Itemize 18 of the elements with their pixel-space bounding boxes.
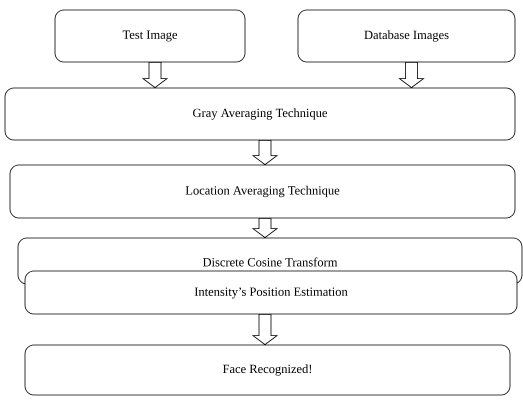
process-box: [4, 88, 516, 140]
process-box: [54, 10, 246, 62]
process-box: [10, 164, 516, 218]
process-box: [24, 270, 518, 314]
block-arrow: [398, 62, 425, 88]
block-arrow: [252, 314, 278, 346]
node-label: Gray Averaging Technique: [193, 108, 328, 120]
node-label: Test Image: [122, 30, 178, 42]
block-arrow: [142, 62, 168, 88]
node-label: Intensity’s Position Estimation: [194, 287, 348, 298]
block-arrow: [252, 140, 278, 166]
process-box: [24, 344, 510, 396]
node-label: Face Recognized!: [222, 364, 312, 376]
node-label: Location Averaging Technique: [186, 186, 340, 198]
node-label: Discrete Cosine Transform: [202, 258, 338, 266]
block-arrow: [252, 218, 278, 238]
process-box: [298, 10, 516, 62]
node-label: Database Images: [364, 30, 449, 42]
